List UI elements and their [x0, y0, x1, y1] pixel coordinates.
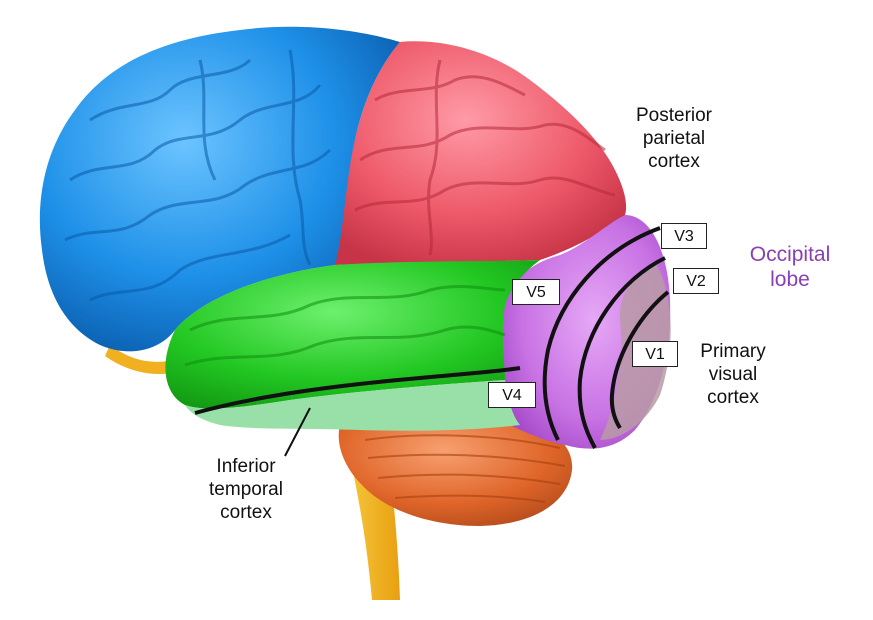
- label-occipital-lobe: Occipital lobe: [735, 242, 845, 292]
- inferior-temporal-leader: [284, 407, 311, 457]
- area-box-v3: V3: [661, 223, 707, 249]
- label-line: parietal: [642, 128, 706, 149]
- label-line: Occipital: [749, 243, 831, 266]
- area-box-v1: V1: [632, 341, 678, 367]
- area-box-v4: V4: [488, 382, 536, 408]
- label-inferior-temporal-cortex: Inferior temporal cortex: [196, 455, 296, 524]
- label-line: visual: [708, 364, 758, 385]
- v1-boundary: [609, 290, 670, 430]
- label-line: temporal: [209, 479, 283, 500]
- label-primary-visual-cortex: Primary visual cortex: [688, 340, 778, 409]
- area-box-v5: V5: [512, 279, 560, 305]
- inferior-temporal-boundary: [194, 366, 521, 415]
- label-line: Posterior: [635, 105, 713, 126]
- label-line: cortex: [220, 502, 272, 523]
- label-posterior-parietal-cortex: Posterior parietal cortex: [622, 104, 726, 173]
- frontal-lobe: [39, 26, 401, 352]
- label-line: cortex: [648, 151, 700, 172]
- label-line: Primary: [700, 341, 766, 362]
- area-box-v2: V2: [673, 268, 719, 294]
- label-line: lobe: [770, 268, 810, 291]
- parietal-lobe: [335, 41, 627, 265]
- label-line: cortex: [707, 387, 759, 408]
- v3-boundary: [542, 226, 661, 441]
- label-line: Inferior: [216, 456, 276, 477]
- brainstem-left-strand: [105, 345, 178, 375]
- inferior-temporal-band: [185, 380, 520, 431]
- v2-boundary: [577, 256, 666, 449]
- temporal-lobe: [165, 260, 540, 409]
